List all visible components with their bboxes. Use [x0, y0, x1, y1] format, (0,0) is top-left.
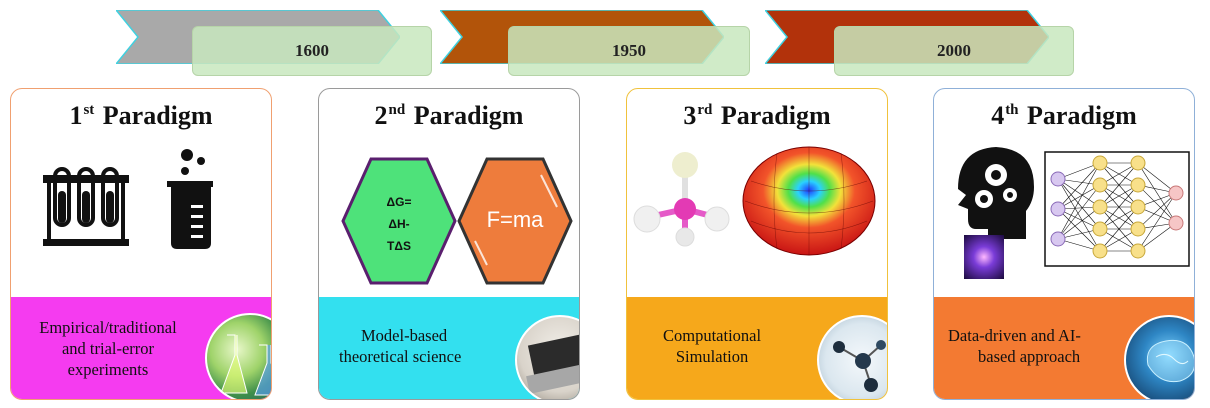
paradigm-title: 4th Paradigm — [991, 101, 1137, 130]
newton-hexagon — [457, 157, 573, 285]
paradigm-description: Computational Simulation — [663, 326, 762, 366]
digital-brain-thumbnail — [964, 235, 1004, 279]
paradigm-description: Data-driven and AI- based approach — [948, 326, 1081, 366]
paradigm-card-4: 4th Paradigm Data-driven and AI- — [933, 88, 1195, 400]
year-1600: 1600 — [192, 26, 432, 76]
gibbs-hexagon — [341, 157, 457, 285]
paradigm-title: 1st Paradigm — [69, 101, 213, 130]
year-1950: 1950 — [508, 26, 750, 76]
test-tubes-rack-icon — [43, 167, 129, 246]
paradigm-title: 2nd Paradigm — [374, 101, 524, 130]
paradigm-card-1: 1st Paradigm Empirical/traditional and t… — [10, 88, 272, 400]
energy-surface-plot — [742, 146, 876, 256]
paradigm-description: Model-based theoretical science — [339, 326, 462, 366]
digital-brain-photo — [1124, 315, 1194, 399]
paradigm-card-3: 3rd Paradigm — [626, 88, 888, 400]
year-2000: 2000 — [834, 26, 1074, 76]
molecules-photo — [817, 315, 887, 399]
ai-head-gears-icon — [958, 147, 1034, 239]
paradigm-description: Empirical/traditional and trial-error ex… — [39, 318, 177, 379]
gibbs-equation: ΔG= ΔH- TΔS — [386, 195, 412, 253]
molecule-model-icon — [633, 152, 730, 247]
paradigm-card-2: 2nd Paradigm ΔG= ΔH- TΔS F=ma Model-base… — [318, 88, 580, 400]
beaker-icon — [167, 149, 213, 249]
paradigm-title: 3rd Paradigm — [683, 101, 831, 130]
neural-network-diagram — [1044, 151, 1190, 267]
newton-equation: F=ma — [486, 207, 544, 232]
laptop-desk-photo — [515, 315, 579, 399]
lab-flasks-photo — [205, 313, 271, 399]
